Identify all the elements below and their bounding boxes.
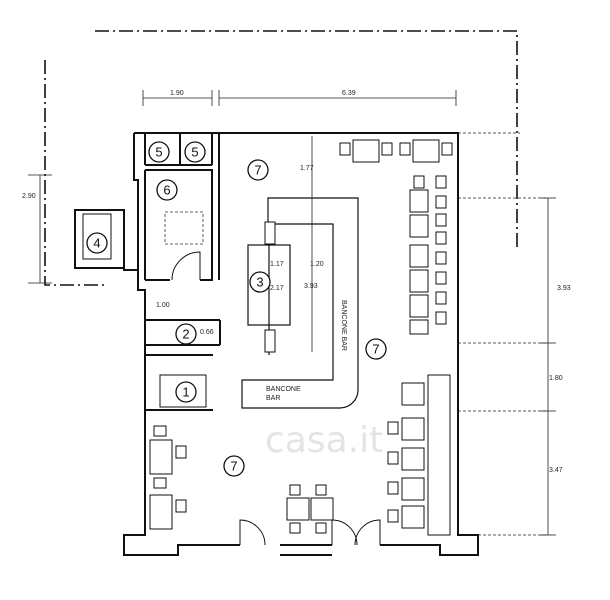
room-marker-1: [175, 381, 197, 403]
dim-top-right: 6.39: [342, 90, 356, 97]
room-marker-5b: [184, 141, 206, 163]
dim-right-lower: 3.47: [549, 467, 563, 474]
room-markers: 5 5 6 4 3 2 1 7 7 7: [86, 141, 387, 477]
bar-label-horizontal-1: BANCONE: [266, 386, 301, 393]
dim-bar-inner-a: 1.17: [270, 261, 284, 268]
dim-top-left: 1.90: [170, 90, 184, 97]
dim-sink-width: 0.66: [200, 329, 214, 336]
watermark-text: casa.it: [265, 420, 383, 461]
dim-bar-inner-c: 2.17: [270, 285, 284, 292]
dim-right-upper: 3.93: [557, 285, 571, 292]
room-marker-3: [249, 271, 271, 293]
room-4-fixture: [82, 213, 112, 260]
room-6-fixture: [164, 211, 204, 245]
room-number-4: 4: [93, 236, 100, 251]
dimension-texts: 1.90 6.39 2.90 3.93 1.80 3.47 1.77 1.17 …: [22, 90, 571, 474]
room-marker-7-bottom: [223, 455, 245, 477]
room-number-2: 2: [182, 327, 189, 342]
banquette: [427, 374, 451, 536]
room-marker-6: [156, 179, 178, 201]
watermark: casa.it: [265, 420, 383, 461]
walls: [74, 132, 479, 556]
room-number-1: 1: [182, 385, 189, 400]
dim-bar-inner-d: 3.93: [304, 283, 318, 290]
dim-storage-width: 1.00: [156, 302, 170, 309]
room-number-6: 6: [163, 183, 170, 198]
room-number-5b: 5: [191, 145, 198, 160]
property-boundary: [44, 30, 518, 286]
room-number-3: 3: [256, 275, 263, 290]
dim-center-top: 1.77: [300, 165, 314, 172]
room-marker-5a: [148, 141, 170, 163]
room-marker-2: [175, 323, 197, 345]
room-1-fixture: [159, 374, 207, 408]
bar-label-horizontal-2: BAR: [266, 395, 280, 402]
bar-label-vertical: BANCONE BAR: [340, 300, 347, 351]
room-marker-4: [86, 232, 108, 254]
room-marker-7-right: [365, 338, 387, 360]
room-number-7-top: 7: [254, 163, 261, 178]
dim-left: 2.90: [22, 193, 36, 200]
dim-right-middle: 1.80: [549, 375, 563, 382]
room-number-5a: 5: [155, 145, 162, 160]
dim-bar-inner-b: 1.20: [310, 261, 324, 268]
room-marker-7-top: [247, 159, 269, 181]
room-number-7-bottom: 7: [230, 459, 237, 474]
dimension-lines: [28, 90, 556, 536]
room-number-7-right: 7: [372, 342, 379, 357]
furniture: [149, 139, 453, 534]
